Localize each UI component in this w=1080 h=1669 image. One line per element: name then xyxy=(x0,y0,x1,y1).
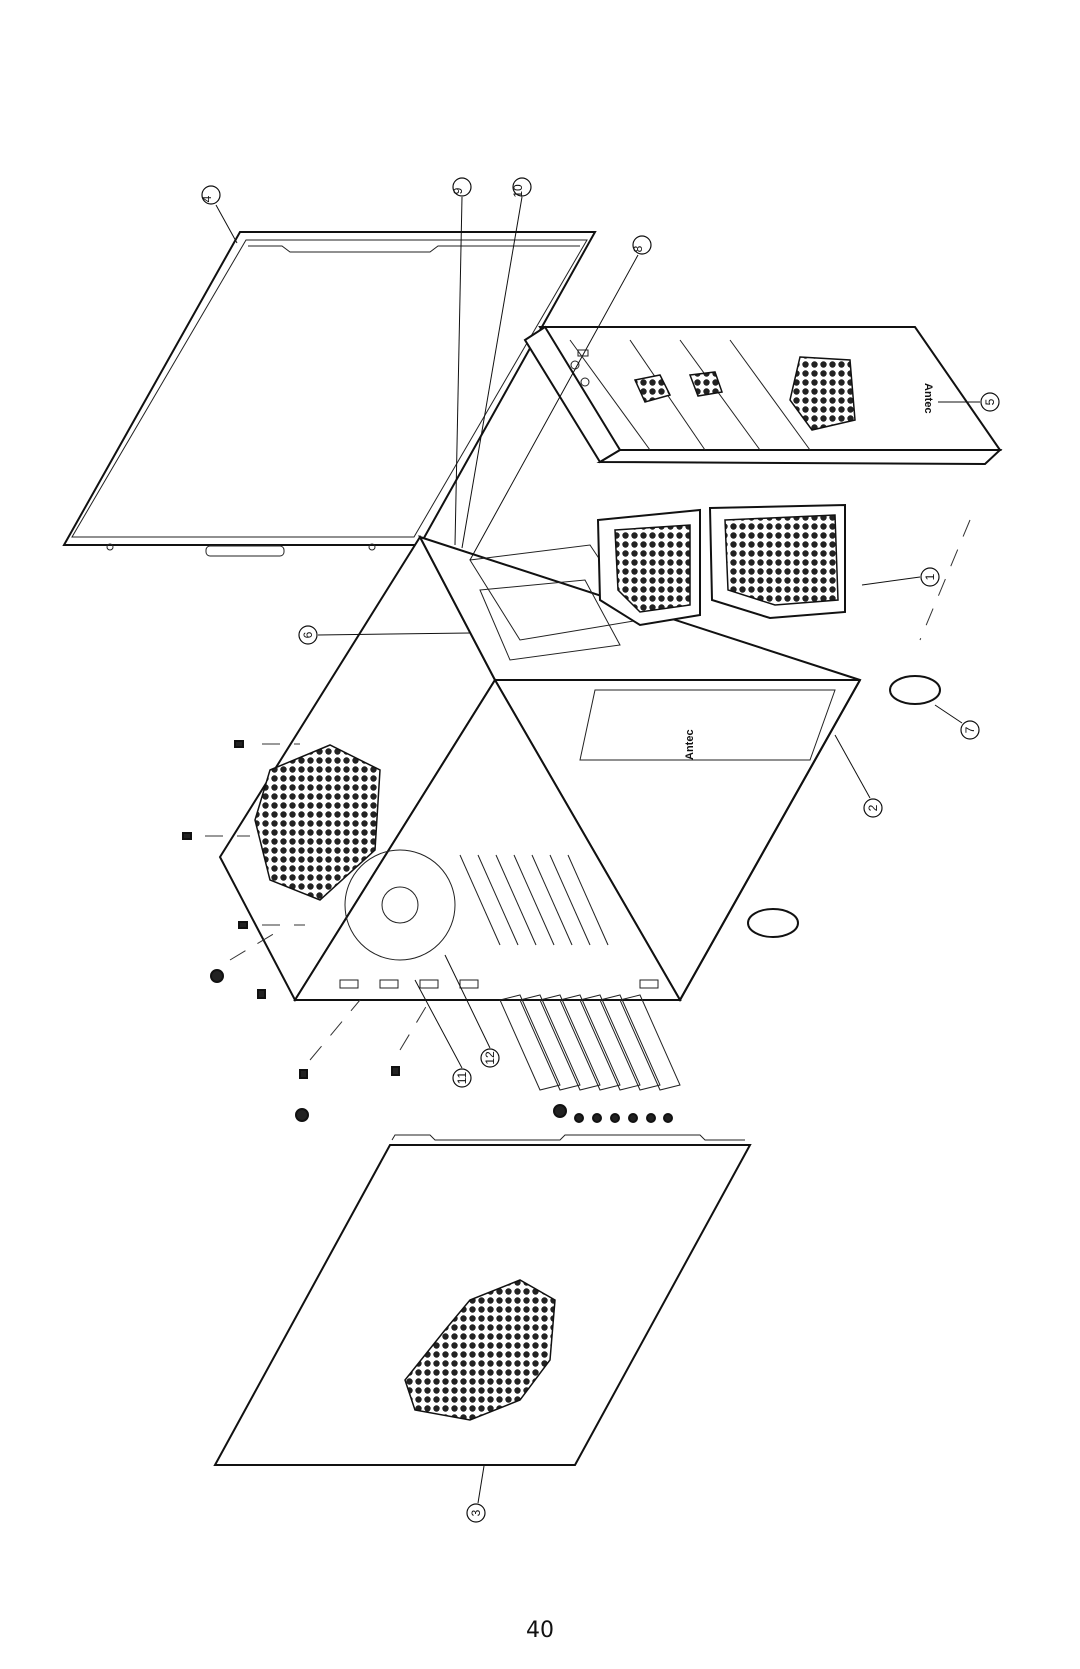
callout-7: 7 xyxy=(934,704,980,740)
callout-3: 3 xyxy=(466,1465,486,1523)
side-panel-right xyxy=(213,1134,752,1466)
svg-text:12: 12 xyxy=(483,1051,497,1065)
callout-2: 2 xyxy=(834,734,883,818)
callouts: 4 9 10 8 5 1 6 xyxy=(200,177,1000,1523)
callout-1: 1 xyxy=(861,567,940,587)
callout-10: 10 xyxy=(461,177,532,549)
svg-text:6: 6 xyxy=(301,631,315,638)
svg-text:5: 5 xyxy=(983,398,997,405)
svg-text:11: 11 xyxy=(455,1071,469,1084)
page-number: 40 xyxy=(526,1618,554,1643)
svg-text:3: 3 xyxy=(469,1509,483,1516)
svg-text:7: 7 xyxy=(963,726,977,733)
brand-logo-tray: Antec xyxy=(684,729,696,760)
callout-9: 9 xyxy=(451,177,472,546)
slot-covers xyxy=(499,994,681,1091)
front-bezel: Antec xyxy=(523,325,1003,466)
callout-12: 12 xyxy=(444,954,500,1068)
callout-5: 5 xyxy=(938,392,1000,412)
svg-text:10: 10 xyxy=(511,184,525,198)
callout-4: 4 xyxy=(200,185,238,244)
svg-text:4: 4 xyxy=(200,195,214,202)
svg-text:8: 8 xyxy=(631,245,645,252)
callout-11: 11 xyxy=(414,979,472,1088)
chassis-body: Antec xyxy=(218,503,941,1003)
screws xyxy=(182,740,673,1123)
callout-6: 6 xyxy=(298,625,471,645)
brand-logo-bezel: Antec xyxy=(922,383,934,414)
svg-text:2: 2 xyxy=(866,804,880,811)
side-panel-left xyxy=(62,231,597,557)
callout-8: 8 xyxy=(469,235,652,561)
svg-text:9: 9 xyxy=(451,187,465,194)
svg-text:1: 1 xyxy=(923,573,937,580)
